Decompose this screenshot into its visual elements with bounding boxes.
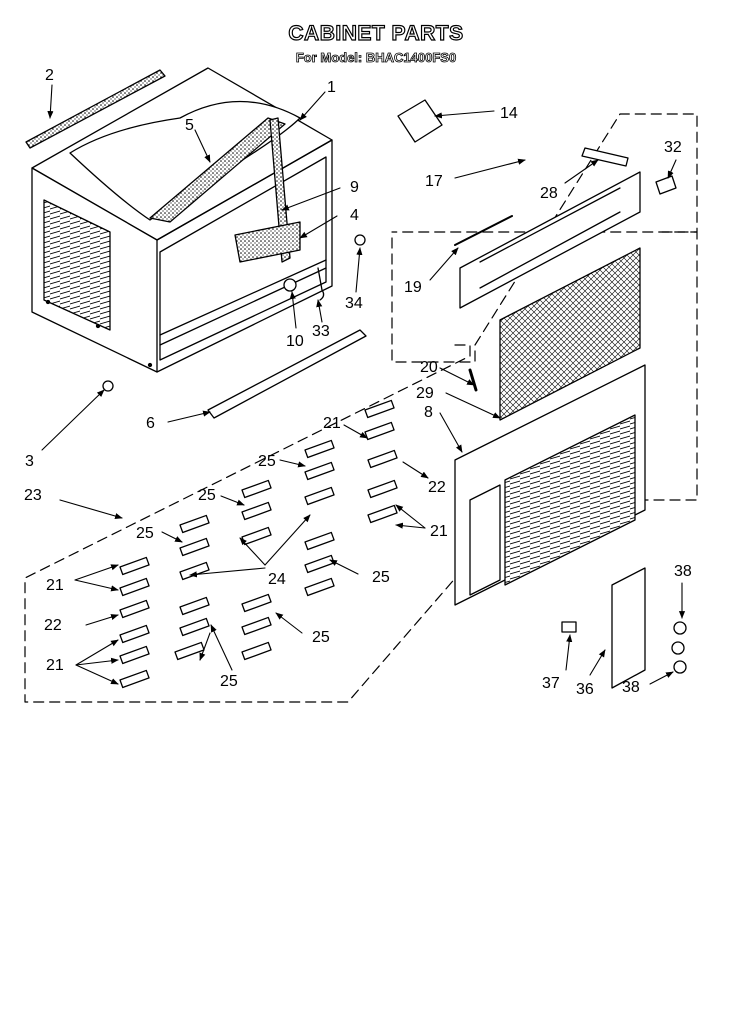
callout-38-a: 38 — [674, 563, 692, 580]
callout-2: 2 — [45, 67, 54, 84]
wire-33 — [317, 267, 325, 301]
dashed-group-trim — [24, 344, 471, 703]
callout-labels: 1 2 3 4 5 6 8 9 10 14 17 19 20 21 21 21 … — [24, 67, 692, 698]
callout-19: 19 — [404, 279, 422, 296]
bushing-10 — [283, 278, 297, 292]
callout-6: 6 — [146, 415, 155, 432]
tab-37 — [561, 621, 577, 633]
trim-strips — [119, 399, 398, 689]
callout-25-a: 25 — [258, 453, 276, 470]
page-title: CABINET PARTS — [288, 21, 464, 45]
callout-21-c: 21 — [46, 577, 64, 594]
corner-seal — [234, 221, 301, 263]
bracket-14 — [397, 99, 443, 143]
knob-38b — [671, 641, 685, 655]
callout-22-b: 22 — [44, 617, 62, 634]
callout-10: 10 — [286, 333, 304, 350]
bottom-rail — [207, 329, 367, 419]
callout-25-f: 25 — [220, 673, 238, 690]
callout-21-d: 21 — [46, 657, 64, 674]
spring-20 — [468, 368, 478, 392]
screw-3 — [102, 380, 114, 392]
clip-32 — [655, 175, 677, 195]
callout-17: 17 — [425, 173, 443, 190]
callout-5: 5 — [185, 117, 194, 134]
callout-24: 24 — [268, 571, 286, 588]
callout-4: 4 — [350, 207, 359, 224]
callout-25-c: 25 — [136, 525, 154, 542]
callout-1: 1 — [327, 79, 336, 96]
callout-38-b: 38 — [622, 679, 640, 696]
rod-19 — [454, 215, 513, 246]
callout-25-b: 25 — [198, 487, 216, 504]
callout-25-d: 25 — [372, 569, 390, 586]
callout-21-b: 21 — [430, 523, 448, 540]
callout-3: 3 — [25, 453, 34, 470]
top-seal-strip — [25, 69, 166, 149]
front-grille — [454, 364, 646, 606]
callout-25-e: 25 — [312, 629, 330, 646]
screw-34 — [354, 234, 366, 246]
callout-14: 14 — [500, 105, 518, 122]
callout-29: 29 — [416, 385, 434, 402]
callout-33: 33 — [312, 323, 330, 340]
damper-28 — [581, 147, 629, 167]
leader-fans — [74, 504, 426, 685]
leader-arrows — [41, 84, 686, 685]
callout-36: 36 — [576, 681, 594, 698]
callout-8: 8 — [424, 404, 433, 421]
callout-20: 20 — [420, 359, 438, 376]
knob-38a — [673, 621, 687, 635]
air-filter — [499, 247, 641, 421]
plate-36 — [611, 567, 646, 689]
knob-38c — [673, 660, 687, 674]
model-subtitle: For Model: BHAC1400FS0 — [295, 50, 457, 66]
callout-9: 9 — [350, 179, 359, 196]
callout-22-a: 22 — [428, 479, 446, 496]
callout-21-a: 21 — [323, 415, 341, 432]
callout-34: 34 — [345, 295, 363, 312]
callout-28: 28 — [540, 185, 558, 202]
foam-seal — [149, 117, 286, 223]
callout-23: 23 — [24, 487, 42, 504]
callout-37: 37 — [542, 675, 560, 692]
callout-32: 32 — [664, 139, 682, 156]
